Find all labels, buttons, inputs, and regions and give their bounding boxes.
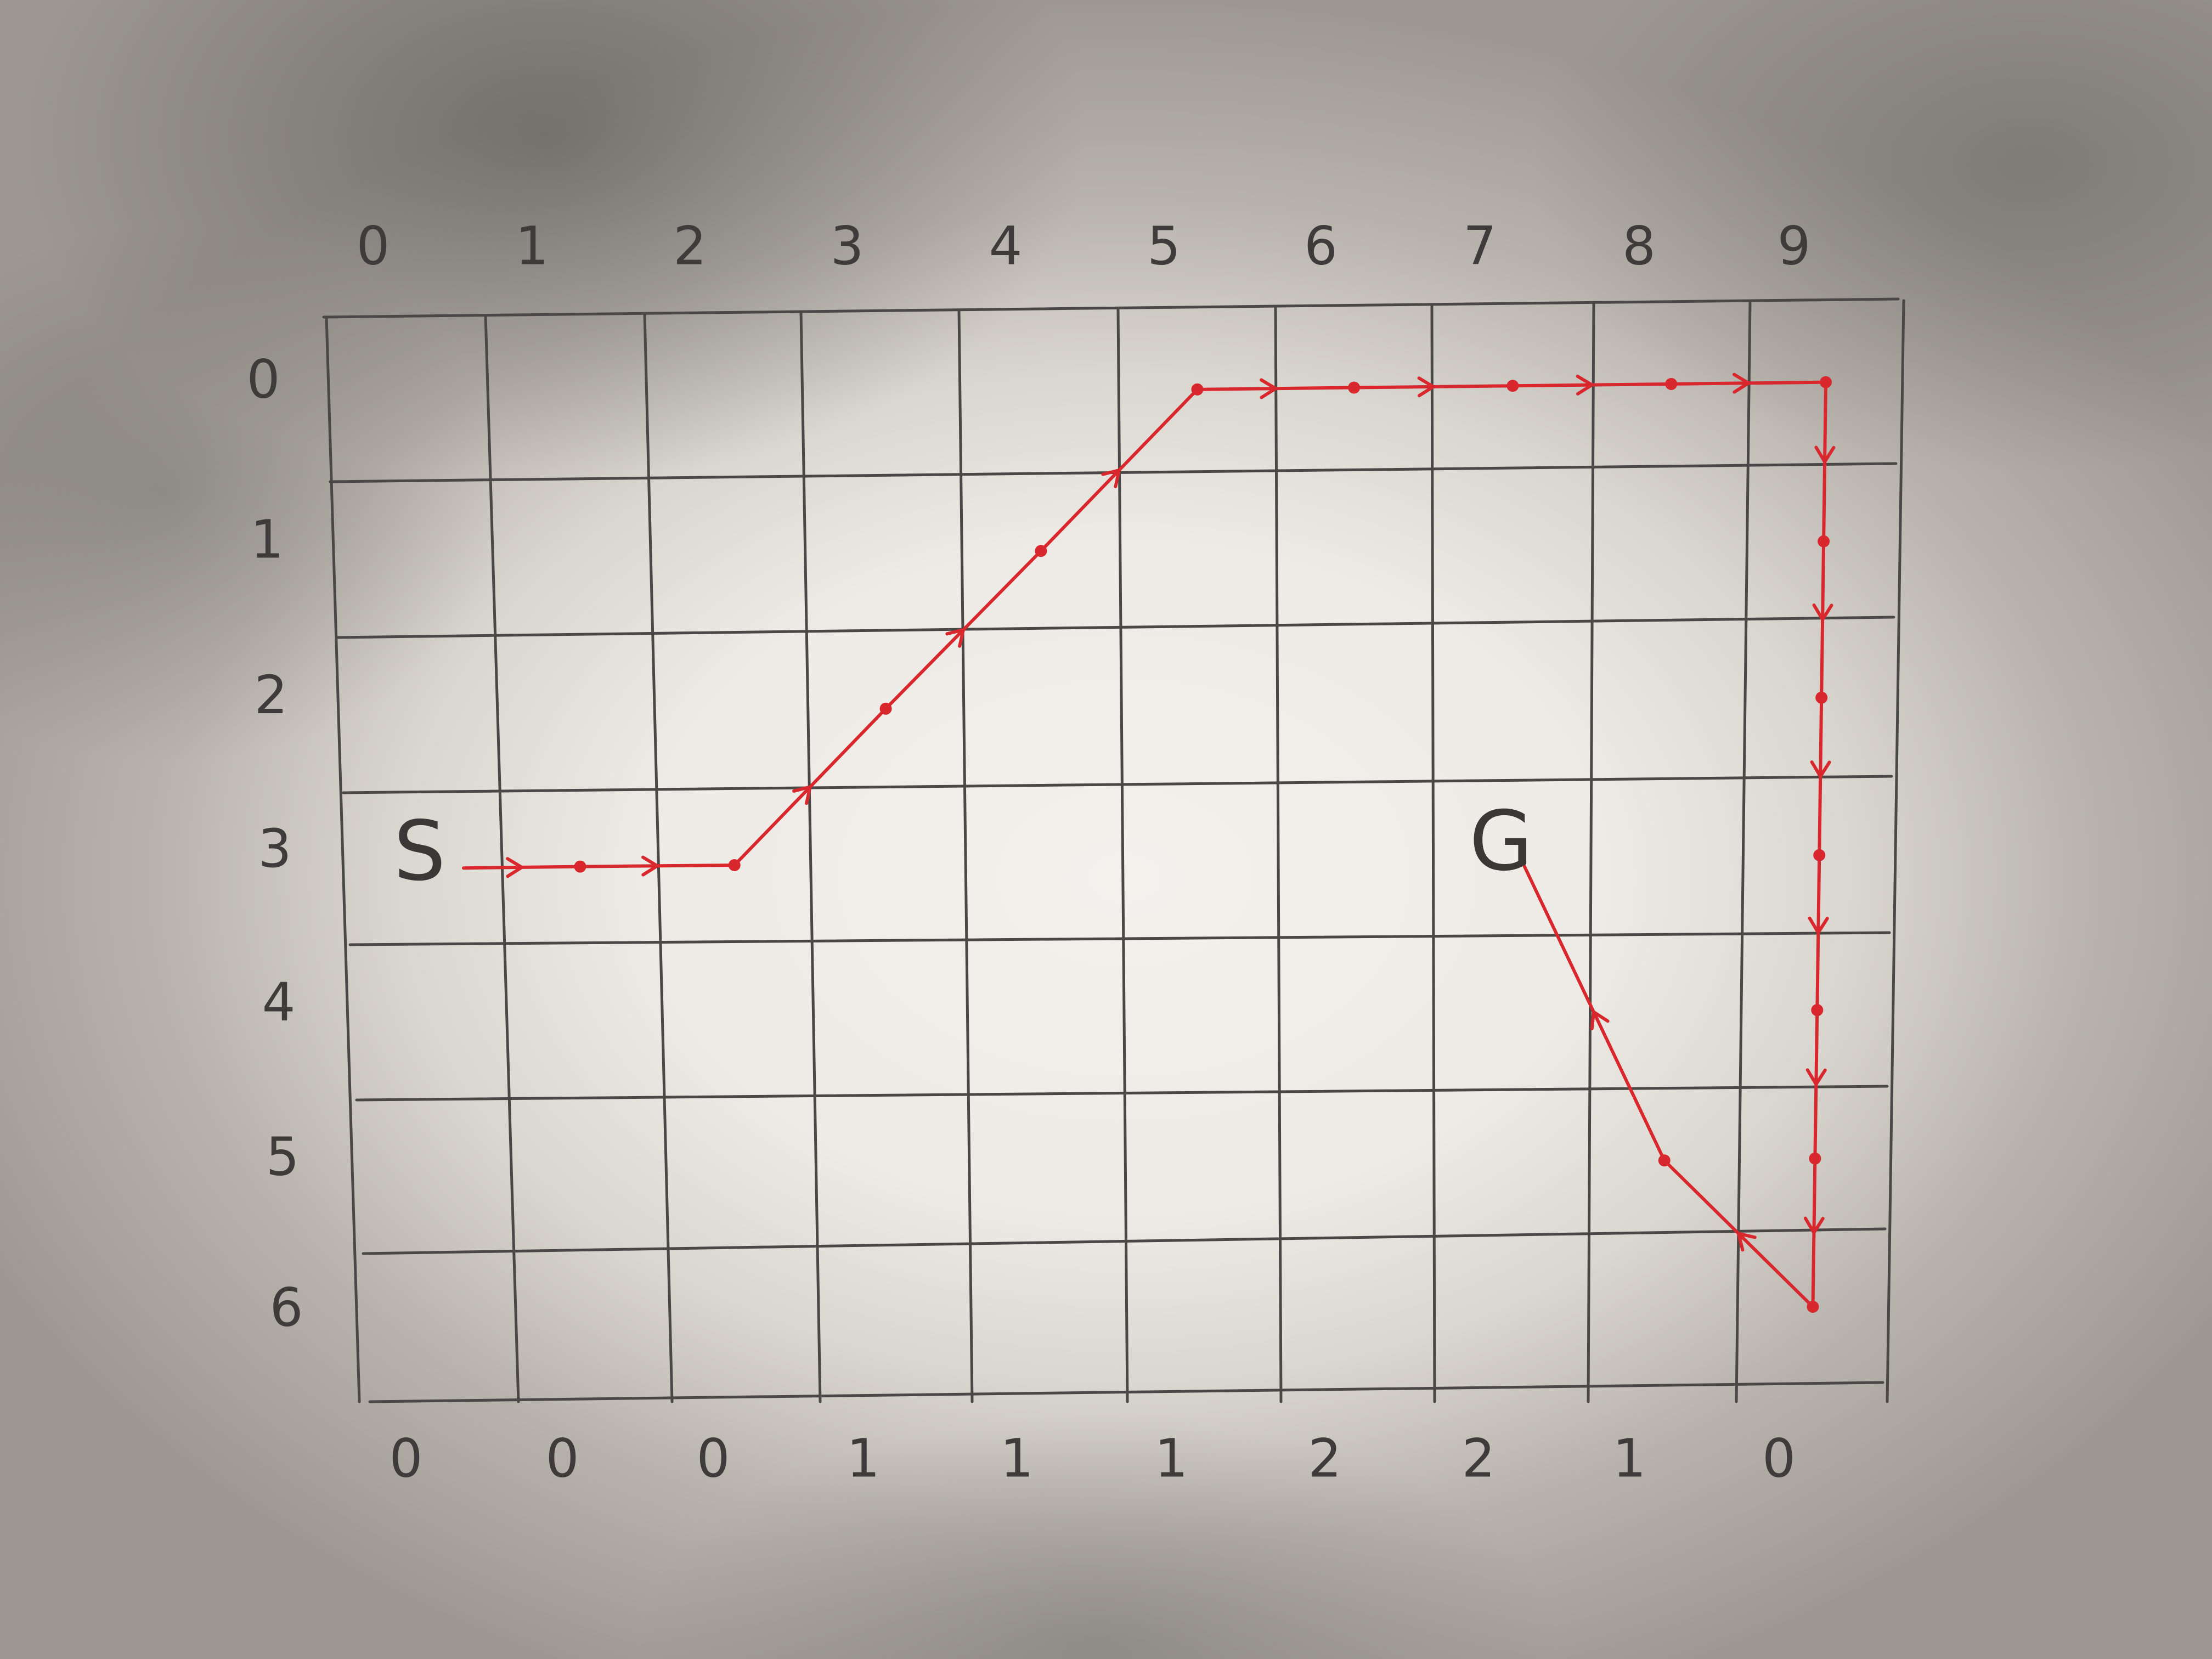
path-arrowhead: [1576, 374, 1594, 396]
grid-vertical-line: [799, 311, 822, 1403]
row-label: 6: [269, 1277, 303, 1338]
path-arrowhead: [1814, 445, 1836, 464]
grid-horizontal-line: [335, 616, 1895, 639]
grid-horizontal-line: [342, 775, 1893, 794]
column-label: 1: [515, 215, 549, 276]
path-arrowhead: [1417, 376, 1435, 398]
path-arrowhead: [1590, 1010, 1610, 1030]
path-dot: [1815, 691, 1828, 704]
path-dot: [1818, 535, 1830, 548]
path-dot: [574, 860, 586, 873]
path-dot: [728, 859, 741, 871]
path-arrowhead: [641, 855, 659, 877]
bottom-value-label: 0: [389, 1427, 422, 1489]
column-label: 7: [1463, 215, 1497, 276]
path-dot: [1348, 381, 1361, 394]
path-arrowhead: [1808, 916, 1829, 934]
grid-horizontal-line: [322, 297, 1900, 319]
goal-label: G: [1469, 794, 1533, 889]
row-label: 5: [266, 1126, 299, 1187]
path-arrowhead: [1812, 603, 1833, 622]
path-dot: [1811, 1004, 1824, 1017]
grid-vertical-line: [1886, 299, 1905, 1403]
bottom-value-label: 1: [1612, 1427, 1646, 1489]
bottom-value-label: 1: [1000, 1427, 1034, 1489]
column-label: 8: [1622, 215, 1656, 276]
red-path: [462, 373, 1836, 1313]
row-label: 2: [254, 664, 287, 726]
path-arrowhead: [1101, 469, 1121, 488]
grid: [322, 297, 1905, 1403]
path-arrowhead: [1803, 1216, 1825, 1234]
bottom-value-label: 2: [1308, 1427, 1341, 1489]
path-line: [462, 380, 1828, 1308]
grid-vertical-line: [1116, 307, 1129, 1403]
path-dot: [1820, 376, 1832, 388]
column-label: 5: [1147, 215, 1181, 276]
path-dot: [1658, 1154, 1671, 1167]
column-label: 3: [830, 215, 864, 276]
path-dot: [1035, 545, 1047, 557]
bottom-value-label: 2: [1462, 1427, 1495, 1489]
grid-vertical-line: [484, 314, 520, 1403]
row-labels: 0 1 2 3 4 5 6: [246, 348, 303, 1338]
path-dot: [1807, 1301, 1819, 1313]
row-label: 3: [258, 818, 291, 879]
bottom-value-labels: 0 0 0 1 1 1 2 2 1 0: [389, 1427, 1796, 1489]
column-label: 9: [1777, 215, 1810, 276]
path-arrowhead: [1732, 373, 1751, 394]
grid-vertical-line: [1735, 301, 1752, 1403]
start-label: S: [393, 804, 445, 899]
row-label: 0: [246, 348, 280, 410]
path-dot: [1506, 380, 1519, 392]
path-dot: [1191, 383, 1204, 396]
grid-vertical-line: [1587, 302, 1595, 1403]
grid-vertical-line: [643, 312, 674, 1403]
bottom-value-label: 0: [545, 1427, 579, 1489]
path-arrowhead: [506, 857, 524, 878]
column-label: 4: [989, 215, 1022, 276]
path-arrowhead: [1805, 1068, 1827, 1086]
grid-vertical-line: [1430, 304, 1436, 1403]
bottom-value-label: 1: [1154, 1427, 1188, 1489]
path-arrowhead: [945, 628, 965, 648]
column-labels: 0 1 2 3 4 5 6 7 8 9: [356, 215, 1810, 276]
path-arrowhead: [1260, 378, 1278, 399]
grid-horizontal-line: [348, 931, 1891, 946]
grid-vertical-line: [1274, 306, 1283, 1403]
bottom-value-label: 1: [847, 1427, 880, 1489]
grid-vertical-line: [957, 309, 974, 1403]
path-dot: [879, 702, 892, 715]
path-arrowhead: [792, 785, 812, 805]
path-dot: [1665, 377, 1678, 390]
grid-horizontal-line: [368, 1381, 1884, 1403]
grid-horizontal-line: [355, 1085, 1889, 1102]
path-arrowhead: [1737, 1232, 1757, 1252]
grid-horizontal-line: [362, 1227, 1887, 1255]
bottom-value-label: 0: [696, 1427, 730, 1489]
grid-vertical-line: [325, 315, 361, 1403]
bottom-value-label: 0: [1762, 1427, 1796, 1489]
column-label: 6: [1304, 215, 1338, 276]
row-label: 4: [262, 972, 295, 1033]
path-dot: [1809, 1152, 1821, 1165]
path-arrowhead: [1810, 760, 1831, 778]
path-dot: [1813, 849, 1826, 861]
column-label: 0: [356, 215, 390, 276]
row-label: 1: [250, 509, 284, 570]
column-label: 2: [673, 215, 707, 276]
